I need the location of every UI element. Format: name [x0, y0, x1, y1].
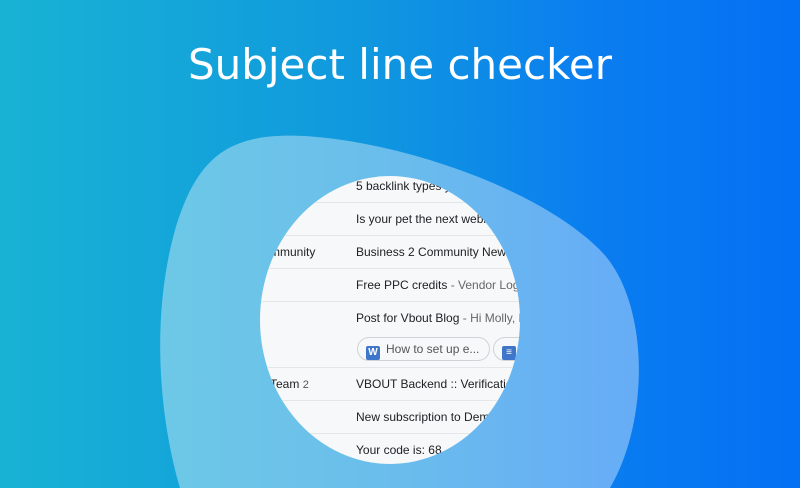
subject: Post for Vbout Blog - Hi Molly, H — [356, 311, 520, 325]
word-doc-icon: W — [366, 346, 380, 360]
attachment-label: How to set up e... — [386, 342, 480, 356]
subject: Free PPC credits - Vendor Login — [356, 278, 520, 292]
email-row[interactable]: 5 backlink types y — [260, 176, 520, 203]
subject: New subscription to Dem — [356, 410, 490, 424]
sender: mmunity — [270, 245, 316, 259]
attachment-chip[interactable]: W How to set up e... — [357, 337, 491, 361]
subject: Is your pet the next webi — [356, 212, 487, 226]
google-docs-icon: ≡ — [502, 346, 516, 360]
subject: VBOUT Backend :: Verificatio — [356, 377, 513, 391]
attachment-chip-2[interactable]: ≡ — [493, 337, 520, 361]
subject: Business 2 Community News — [356, 245, 513, 259]
email-row[interactable]: Team 2 VBOUT Backend :: Verificatio — [260, 368, 520, 401]
inbox-magnifier: 5 backlink types y Is your pet the next … — [260, 176, 520, 464]
subject: Your code is: 68 — [356, 443, 442, 457]
email-row[interactable]: Post for Vbout Blog - Hi Molly, H W How t… — [260, 302, 520, 368]
sender: Team 2 — [270, 377, 309, 391]
email-row[interactable]: Is your pet the next webi — [260, 203, 520, 236]
email-row[interactable]: Free PPC credits - Vendor Login — [260, 269, 520, 302]
subject: 5 backlink types y — [356, 179, 451, 193]
email-row[interactable]: mmunity Business 2 Community News — [260, 236, 520, 269]
email-row[interactable]: New subscription to Dem — [260, 401, 520, 434]
email-row[interactable]: Your code is: 68 — [260, 434, 520, 464]
page-title: Subject line checker — [187, 40, 613, 89]
